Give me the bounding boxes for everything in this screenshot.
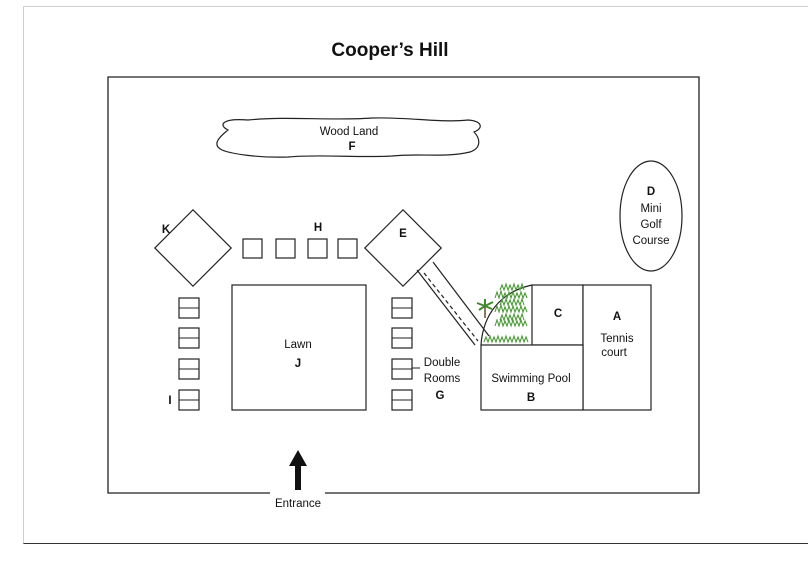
room-i-1 — [178, 297, 200, 319]
mini-golf-letter: D — [647, 186, 655, 198]
cabins-h-letter: H — [314, 222, 322, 234]
mini-golf-course: D Mini Golf Course — [619, 160, 683, 272]
double-room-1 — [391, 297, 413, 319]
rooms-i-letter: I — [168, 395, 171, 407]
tennis-court-line2: court — [601, 347, 627, 359]
mini-golf-line1: Mini — [640, 203, 661, 215]
entrance: Entrance — [275, 450, 321, 510]
wood-land-label: Wood Land — [320, 126, 379, 138]
cabin-h-1 — [242, 238, 263, 259]
double-room-2 — [391, 327, 413, 349]
map-sheet — [23, 6, 808, 544]
wood-land: Wood Land F — [216, 117, 481, 158]
swimming-pool-outline — [480, 344, 584, 411]
double-rooms-line1: Double — [424, 357, 460, 369]
palm-tree-icon — [476, 299, 494, 318]
garden-area — [476, 282, 533, 346]
double-room-4 — [391, 389, 413, 411]
room-i-2 — [178, 327, 200, 349]
room-i-3 — [178, 358, 200, 380]
pathway-dashed-line — [423, 272, 479, 342]
pathway-edge-left — [416, 269, 476, 346]
building-k-outline — [153, 208, 233, 288]
room-c-letter: C — [554, 308, 562, 320]
site-boundary — [107, 76, 700, 494]
cabins-h: H — [242, 222, 358, 259]
double-rooms: Double Rooms G — [391, 297, 461, 411]
tennis-court-letter: A — [613, 311, 621, 323]
wood-land-outline — [216, 117, 481, 158]
room-c: C — [531, 284, 584, 346]
building-e: E — [363, 208, 443, 288]
mini-golf-line3: Course — [632, 235, 669, 247]
lawn-label: Lawn — [284, 339, 312, 351]
pathway — [416, 261, 490, 346]
building-k: K — [153, 208, 233, 288]
rooms-i: I — [168, 297, 200, 411]
entrance-label: Entrance — [275, 498, 321, 510]
swimming-pool: Swimming Pool B — [480, 344, 584, 411]
double-rooms-line2: Rooms — [424, 373, 461, 385]
mini-golf-outline — [619, 160, 683, 272]
grass-patches — [483, 282, 529, 344]
lawn-letter: J — [295, 358, 301, 370]
lawn: Lawn J — [231, 284, 367, 411]
swimming-pool-label: Swimming Pool — [491, 373, 570, 385]
room-i-4 — [178, 389, 200, 411]
building-k-letter: K — [162, 224, 171, 236]
building-e-outline — [363, 208, 443, 288]
double-room-3 — [391, 358, 413, 380]
tennis-court-line1: Tennis — [600, 333, 633, 345]
map-title: Cooper’s Hill — [331, 40, 448, 61]
cabin-h-4 — [337, 238, 358, 259]
building-e-letter: E — [399, 228, 407, 240]
cabin-h-3 — [307, 238, 328, 259]
double-rooms-letter: G — [436, 390, 445, 402]
wood-land-letter: F — [348, 141, 355, 153]
tennis-court: A Tennis court — [582, 284, 652, 411]
mini-golf-line2: Golf — [640, 219, 662, 231]
lawn-outline — [231, 284, 367, 411]
tennis-court-outline — [582, 284, 652, 411]
arrow-up-icon — [289, 450, 307, 490]
cabin-h-2 — [275, 238, 296, 259]
swimming-pool-letter: B — [527, 392, 535, 404]
pathway-edge-right — [432, 261, 490, 337]
